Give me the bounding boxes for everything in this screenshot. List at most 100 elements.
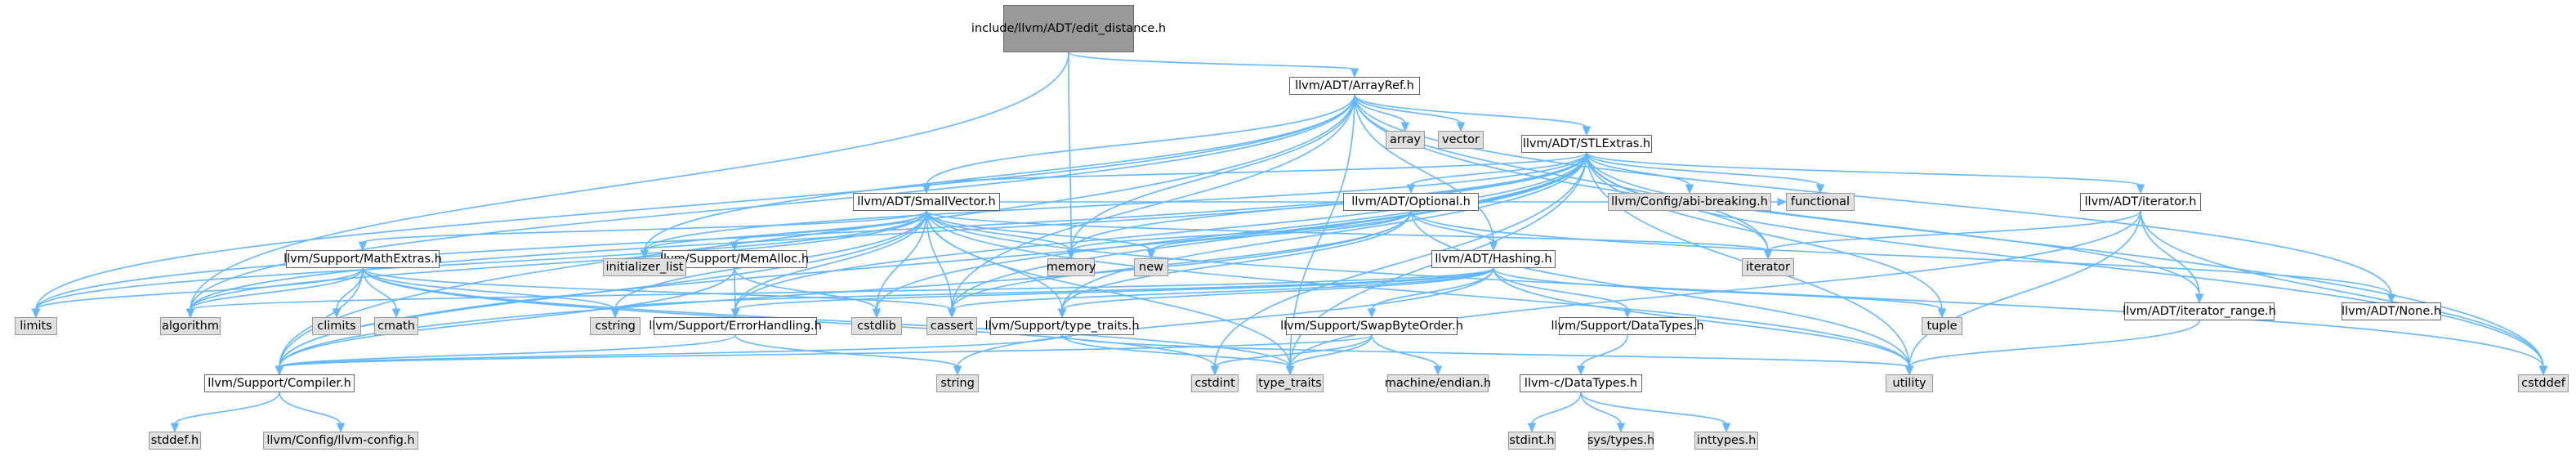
node-climits[interactable]: climits (312, 317, 361, 335)
edge-arrowhead (872, 308, 882, 319)
edge-mathextras-to-cassert (362, 267, 953, 311)
node-algorithm[interactable]: algorithm (160, 317, 221, 335)
edge-compiler-to-llvmconfig (279, 392, 342, 425)
edge-arrayref-to-iterator (1354, 94, 1769, 252)
edge-hashing-to-datatypes (1493, 267, 1628, 311)
node-hashing[interactable]: llvm/ADT/Hashing.h (1431, 250, 1556, 268)
edge-smallvector-to-mathextras (362, 210, 927, 244)
node-errorhandling[interactable]: llvm/Support/ErrorHandling.h (649, 317, 822, 335)
edge-arrowhead (1576, 365, 1586, 376)
edge-smallvector-to-iterator (926, 210, 1769, 252)
edge-arrowhead (1527, 423, 1537, 433)
node-limits[interactable]: limits (15, 317, 57, 335)
edge-arrayref-to-cstddef (1354, 94, 2544, 368)
edge-arrowhead (640, 249, 650, 260)
node-cstdint[interactable]: cstdint (1191, 374, 1239, 392)
edge-optional-to-utility (1410, 210, 1910, 368)
node-iteratorh[interactable]: llvm/ADT/iterator.h (2080, 193, 2201, 211)
edge-arrowhead (1685, 184, 1694, 195)
edge-mathextras-to-cmath (362, 267, 397, 311)
node-string[interactable]: string (936, 374, 979, 392)
edge-arrayref-to-smallvector (926, 94, 1355, 186)
node-cstddef[interactable]: cstddef (2518, 374, 2569, 392)
node-mathextras[interactable]: llvm/Support/MathExtras.h (283, 250, 442, 268)
edge-arrowhead (275, 365, 284, 376)
edge-arrowhead (1350, 68, 1359, 78)
node-arrayref[interactable]: llvm/ADT/ArrayRef.h (1289, 77, 1420, 95)
edge-arrowhead (1489, 241, 1498, 252)
node-stdint[interactable]: stdint.h (1508, 432, 1556, 450)
node-cmath[interactable]: cmath (374, 317, 418, 335)
edge-arrayref-to-hashing (1354, 94, 1494, 244)
edge-stlextras-to-errorhandling (734, 152, 1587, 311)
edge-stlextras-to-tuple (1586, 152, 1943, 311)
edge-optional-to-compiler (279, 210, 1412, 368)
node-iterator[interactable]: iterator (1742, 258, 1794, 276)
node-compiler[interactable]: llvm/Support/Compiler.h (204, 374, 355, 392)
edge-arrowhead (730, 308, 740, 319)
node-memory[interactable]: memory (1047, 258, 1096, 276)
node-systypes[interactable]: sys/types.h (1587, 432, 1654, 450)
node-smallvector[interactable]: llvm/ADT/SmallVector.h (853, 193, 1000, 211)
edge-stlextras-to-cassert (951, 152, 1587, 311)
edge-arrowhead (1623, 308, 1632, 319)
node-stddef[interactable]: stddef.h (149, 432, 201, 450)
edge-root-to-memory (1068, 51, 1072, 252)
node-llvmconfig[interactable]: llvm/Config/llvm-config.h (263, 432, 418, 450)
node-cassert[interactable]: cassert (926, 317, 977, 335)
edge-optional-to-typetraitsh (1061, 210, 1412, 311)
edge-cdatatypes-to-stdint (1531, 392, 1582, 425)
node-vector[interactable]: vector (1438, 131, 1484, 149)
edge-smallvector-to-memalloc (734, 210, 927, 244)
node-datatypes[interactable]: llvm/Support/DataTypes.h (1551, 317, 1704, 335)
node-endian[interactable]: machine/endian.h (1385, 374, 1491, 392)
edge-arrowhead (2194, 293, 2204, 304)
edge-stlextras-to-typetraitsh (1061, 152, 1587, 311)
edge-arrowhead (1721, 423, 1731, 433)
node-type_traits[interactable]: type_traits (1257, 374, 1324, 392)
edge-mathextras-to-type_traits (362, 267, 1291, 368)
edge-arrowhead (953, 365, 962, 376)
node-root[interactable]: include/llvm/ADT/edit_distance.h (971, 5, 1166, 52)
node-utility[interactable]: utility (1886, 374, 1933, 392)
edge-stlextras-to-initlist (644, 152, 1587, 252)
node-none[interactable]: llvm/ADT/None.h (2342, 302, 2441, 320)
edge-iteratorh-to-cstddef (2140, 210, 2544, 368)
node-abi[interactable]: llvm/Config/abi-breaking.h (1608, 193, 1771, 211)
edge-arrowhead (336, 423, 346, 433)
node-stlextras[interactable]: llvm/ADT/STLExtras.h (1521, 135, 1652, 153)
node-typetraitsh[interactable]: llvm/Support/type_traits.h (984, 317, 1140, 335)
edge-cdatatypes-to-systypes (1580, 392, 1622, 425)
edge-arrowhead (730, 241, 739, 252)
node-memalloc[interactable]: llvm/Support/MemAlloc.h (660, 250, 809, 268)
edge-arrowhead (332, 308, 342, 319)
edge-errorhandling-to-string (734, 334, 958, 368)
node-inttypes[interactable]: inttypes.h (1694, 432, 1758, 450)
node-iterrange[interactable]: llvm/ADT/iterator_range.h (2123, 302, 2276, 320)
edge-mathextras-to-algorithm (190, 267, 364, 311)
node-swapbyte[interactable]: llvm/Support/SwapByteOrder.h (1280, 317, 1463, 335)
edge-arrayref-to-algorithm (190, 94, 1355, 311)
node-cstdlib[interactable]: cstdlib (851, 317, 902, 335)
node-initlist[interactable]: initializer_list (603, 258, 686, 276)
edge-smallvector-to-typetraitsh (926, 210, 1063, 311)
edge-mathextras-to-limits (35, 267, 364, 311)
edge-arrowhead (1406, 184, 1416, 195)
node-tuple[interactable]: tuple (1922, 317, 1962, 335)
edge-arrowhead (1400, 122, 1410, 132)
node-cdatatypes[interactable]: llvm-c/DataTypes.h (1520, 374, 1642, 392)
edge-arrowhead (1285, 365, 1295, 376)
node-optional[interactable]: llvm/ADT/Optional.h (1343, 193, 1479, 211)
node-array[interactable]: array (1386, 131, 1425, 149)
edge-datatypes-to-cdatatypes (1580, 334, 1628, 368)
node-functional[interactable]: functional (1786, 193, 1855, 211)
node-cstring[interactable]: cstring (590, 317, 641, 335)
edge-stlextras-to-iteratorh (1586, 152, 2141, 186)
edge-arrowhead (610, 308, 620, 319)
edge-typetraitsh-to-type_traits (1061, 334, 1291, 368)
edge-arrayref-to-array (1354, 94, 1406, 124)
edge-swapbyte-to-endian (1371, 334, 1439, 368)
node-new[interactable]: new (1134, 258, 1168, 276)
edge-arrowhead (1937, 308, 1947, 319)
edge-memalloc-to-cstdlib (734, 267, 877, 311)
